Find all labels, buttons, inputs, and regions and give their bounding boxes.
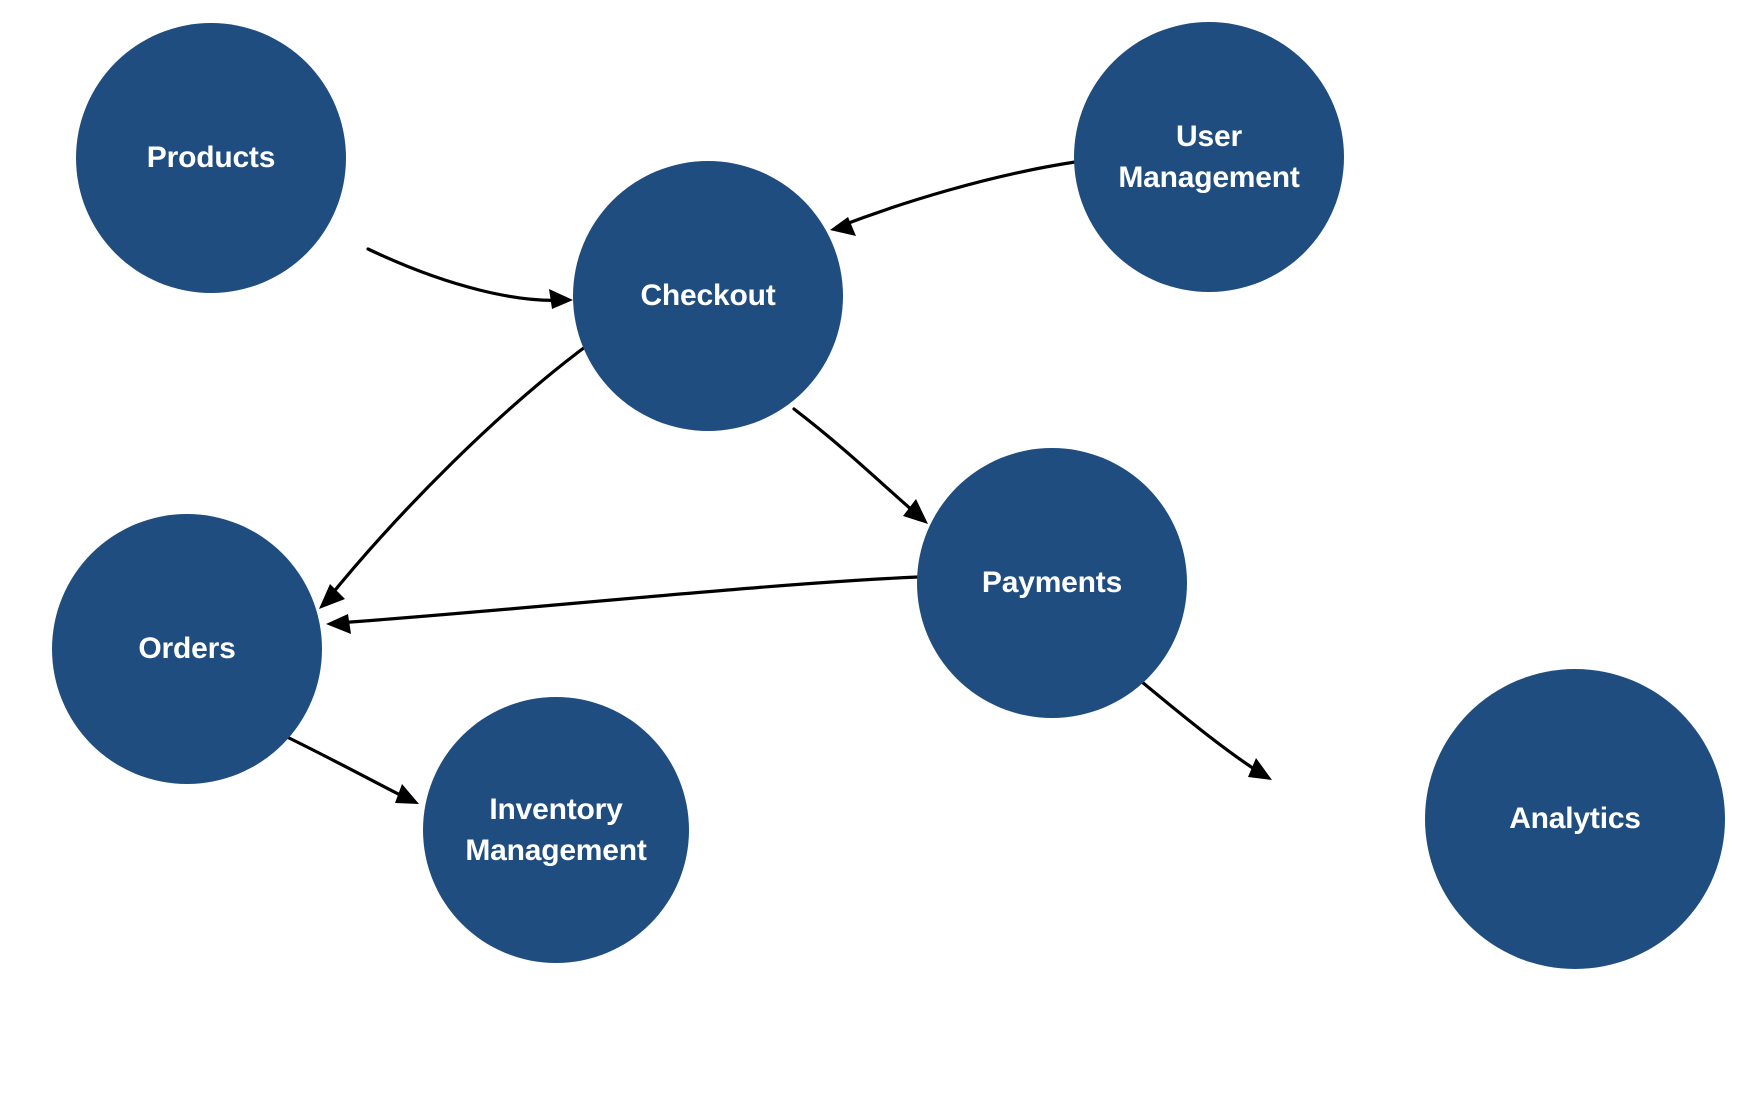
edge-payments-to-orders[interactable] xyxy=(326,575,920,634)
edge-checkout-to-orders[interactable] xyxy=(319,342,591,609)
edge-payments-to-analytics[interactable] xyxy=(1134,675,1272,780)
node-payments[interactable]: Payments xyxy=(917,448,1187,718)
node-products[interactable]: Products xyxy=(76,23,346,293)
edge-products-to-checkout[interactable] xyxy=(366,247,573,309)
node-user-management[interactable]: User Management xyxy=(1074,22,1344,292)
arrowhead-icon xyxy=(326,614,351,634)
edge-orders-to-inventory-management[interactable] xyxy=(285,735,419,804)
node-label-payments: Payments xyxy=(981,566,1123,600)
node-label-checkout: Checkout xyxy=(640,279,776,313)
arrowhead-icon xyxy=(1248,758,1272,780)
node-label-products: Products xyxy=(146,141,276,175)
edge-checkout-to-payments[interactable] xyxy=(792,407,928,524)
node-inventory-management[interactable]: Inventory Management xyxy=(423,697,689,963)
arrowhead-icon xyxy=(903,499,928,524)
arrowhead-icon xyxy=(395,784,419,804)
node-label-analytics: Analytics xyxy=(1509,802,1641,836)
node-label-inventory-management: Inventory Management xyxy=(465,792,647,867)
node-label-user-management: User Management xyxy=(1118,119,1300,194)
node-analytics[interactable]: Analytics xyxy=(1425,669,1725,969)
arrowhead-icon xyxy=(549,289,573,309)
arrowhead-icon xyxy=(319,584,345,609)
node-label-orders: Orders xyxy=(138,632,236,666)
node-orders[interactable]: Orders xyxy=(52,514,322,784)
edge-user-management-to-checkout[interactable] xyxy=(830,160,1077,236)
arrowhead-icon xyxy=(830,217,856,236)
node-checkout[interactable]: Checkout xyxy=(573,161,843,431)
